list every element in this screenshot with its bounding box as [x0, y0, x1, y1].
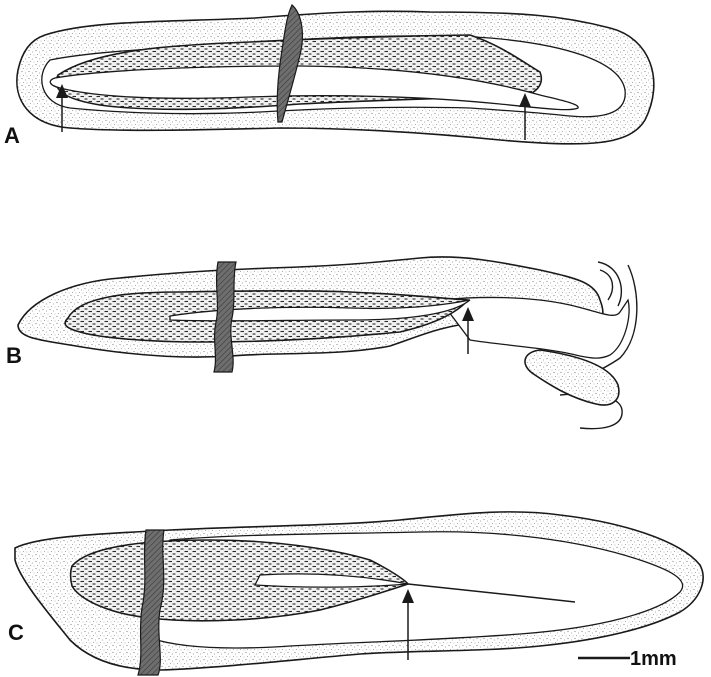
- panel-label-b: B: [6, 343, 22, 368]
- tissue-fold-upper-b: [598, 262, 621, 306]
- panel-b: B: [6, 257, 637, 429]
- suture-thread-b: [214, 262, 236, 372]
- panel-a: A: [4, 5, 654, 148]
- scale-bar: 1mm: [578, 648, 677, 670]
- panel-label-c: C: [8, 620, 24, 645]
- tissue-tail-b: [525, 350, 619, 405]
- scale-bar-label: 1mm: [630, 648, 677, 670]
- panel-c: C: [8, 512, 703, 675]
- panel-label-a: A: [4, 123, 20, 148]
